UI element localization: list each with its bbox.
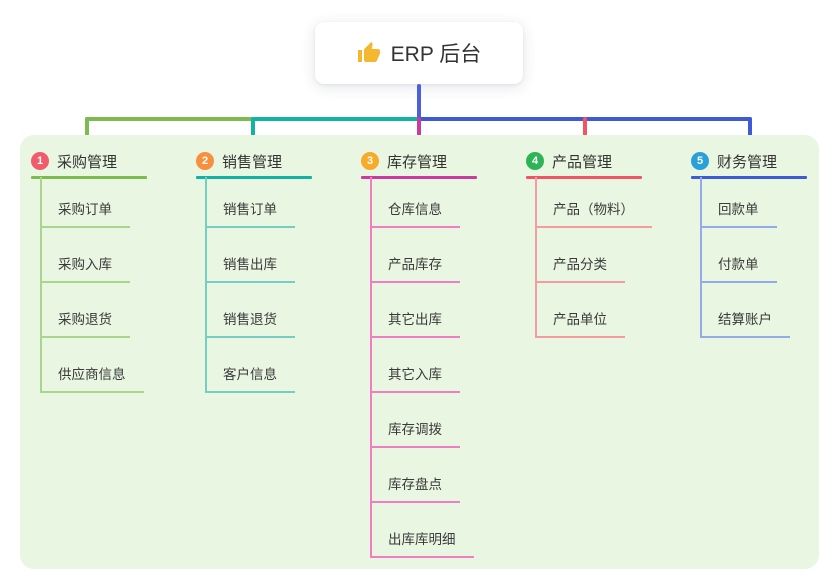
branch-connector-line xyxy=(370,177,372,558)
branch-item[interactable]: 库存调拨 xyxy=(370,420,460,448)
connector-branch-drop xyxy=(583,117,587,149)
branch-label: 销售管理 xyxy=(222,153,283,171)
branch-header-inventory[interactable]: 3 库存管理 xyxy=(361,148,511,174)
branch-underline xyxy=(526,176,642,179)
branch-item[interactable]: 销售出库 xyxy=(205,255,295,283)
branch-item[interactable]: 结算账户 xyxy=(700,310,790,338)
branch-inventory: 3 库存管理仓库信息产品库存其它出库其它入库库存调拨库存盘点出库库明细 xyxy=(361,148,511,558)
connector-branch-drop xyxy=(748,117,752,149)
branch-product: 4 产品管理产品（物料） 产品分类产品单位 xyxy=(526,148,676,338)
connector-bus-segment xyxy=(85,117,253,121)
branch-header-purchase[interactable]: 1 采购管理 xyxy=(31,148,181,174)
branch-number-badge: 1 xyxy=(31,152,49,170)
branch-connector-line xyxy=(40,177,42,393)
branch-finance: 5 财务管理回款单付款单结算账户 xyxy=(691,148,839,338)
branches-panel xyxy=(20,135,819,569)
branch-label: 库存管理 xyxy=(387,153,448,171)
connector-bus-segment xyxy=(253,117,419,121)
branch-header-sales[interactable]: 2 销售管理 xyxy=(196,148,346,174)
root-title: ERP 后台 xyxy=(390,43,482,66)
branch-underline xyxy=(196,176,312,179)
branch-label: 财务管理 xyxy=(717,153,778,171)
branch-underline xyxy=(31,176,147,179)
branch-purchase: 1 采购管理采购订单采购入库采购退货供应商信息 xyxy=(31,148,181,393)
branch-item[interactable]: 供应商信息 xyxy=(40,365,144,393)
branch-label: 采购管理 xyxy=(57,153,118,171)
branch-header-product[interactable]: 4 产品管理 xyxy=(526,148,676,174)
branch-item[interactable]: 出库库明细 xyxy=(370,530,474,558)
branch-item[interactable]: 其它入库 xyxy=(370,365,460,393)
branch-number-badge: 3 xyxy=(361,152,379,170)
branch-item[interactable]: 采购入库 xyxy=(40,255,130,283)
branch-label: 产品管理 xyxy=(552,153,613,171)
connector-branch-drop xyxy=(85,117,89,149)
branch-item[interactable]: 销售订单 xyxy=(205,200,295,228)
branch-connector-line xyxy=(205,177,207,393)
branch-item[interactable]: 产品库存 xyxy=(370,255,460,283)
branch-connector-line xyxy=(535,177,537,338)
branch-header-finance[interactable]: 5 财务管理 xyxy=(691,148,839,174)
branch-underline xyxy=(361,176,477,179)
branch-item[interactable]: 客户信息 xyxy=(205,365,295,393)
branch-item[interactable]: 产品（物料） xyxy=(535,200,652,228)
branch-item[interactable]: 采购订单 xyxy=(40,200,130,228)
branch-number-badge: 5 xyxy=(691,152,709,170)
branch-item[interactable]: 付款单 xyxy=(700,255,777,283)
connector-branch-drop xyxy=(417,117,421,149)
root-node[interactable]: ERP 后台 xyxy=(315,22,523,84)
branch-item[interactable]: 回款单 xyxy=(700,200,777,228)
branch-item[interactable]: 产品分类 xyxy=(535,255,625,283)
branch-item[interactable]: 销售退货 xyxy=(205,310,295,338)
branch-underline xyxy=(691,176,807,179)
thumbs-up-icon xyxy=(357,42,380,62)
branch-number-badge: 2 xyxy=(196,152,214,170)
branch-item[interactable]: 其它出库 xyxy=(370,310,460,338)
branch-item[interactable]: 产品单位 xyxy=(535,310,625,338)
branch-number-badge: 4 xyxy=(526,152,544,170)
branch-connector-line xyxy=(700,177,702,338)
root-connector-line xyxy=(417,84,421,119)
branch-item[interactable]: 采购退货 xyxy=(40,310,130,338)
connector-branch-drop xyxy=(251,117,255,149)
branch-item[interactable]: 库存盘点 xyxy=(370,475,460,503)
branch-sales: 2 销售管理销售订单销售出库销售退货客户信息 xyxy=(196,148,346,393)
branch-item[interactable]: 仓库信息 xyxy=(370,200,460,228)
